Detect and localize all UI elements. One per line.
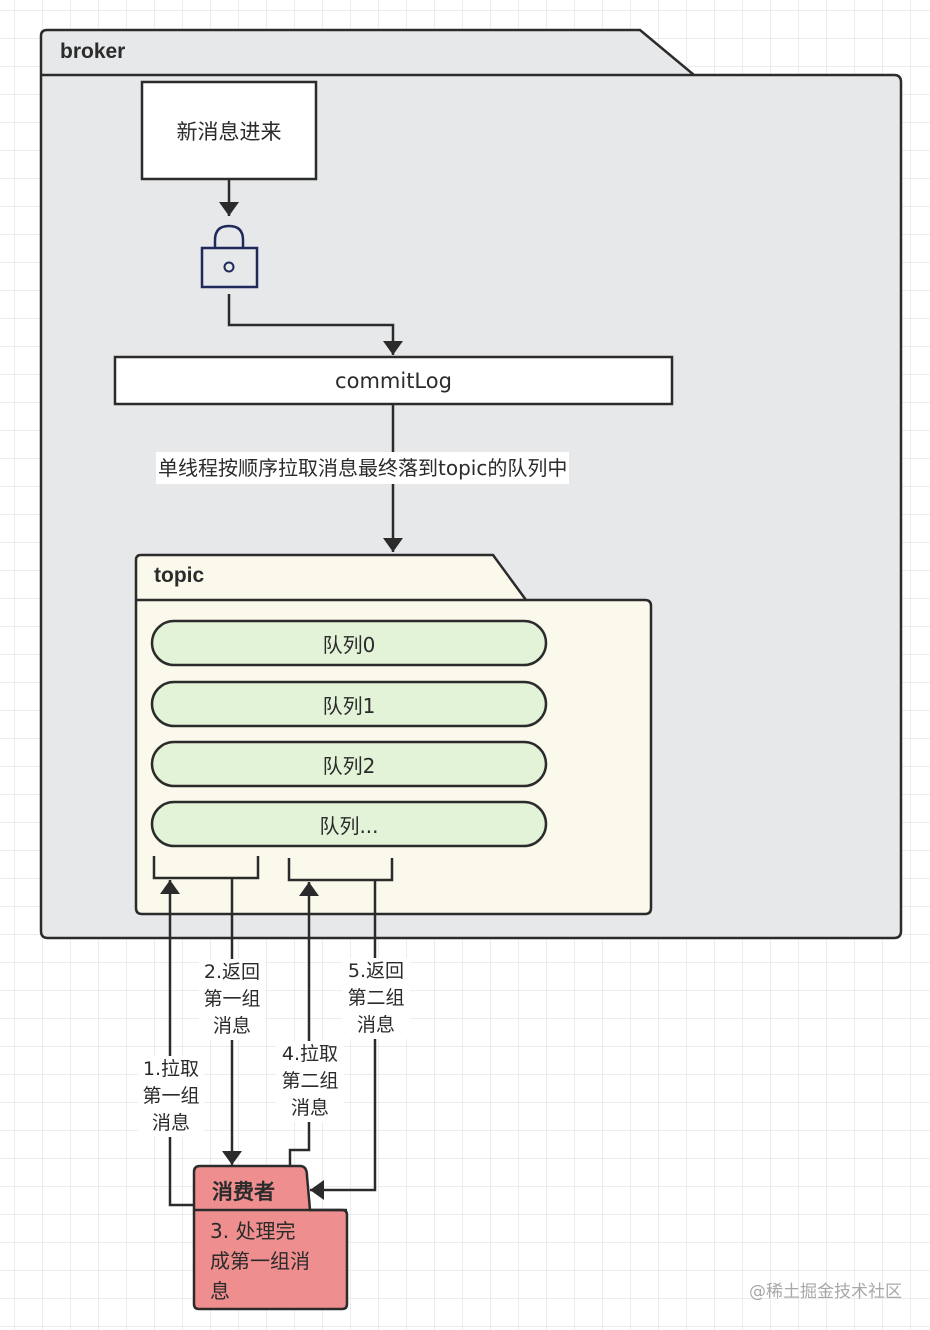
queue-3: [150, 800, 548, 848]
step-2-label: 2.返回 第一组 消息: [199, 959, 265, 1040]
bracket-group-1: [152, 856, 260, 880]
step-1-label: 1.拉取 第一组 消息: [138, 1056, 204, 1137]
arrow-step-4: [288, 882, 319, 1166]
topic-title: topic: [154, 564, 205, 587]
arrow-to-commitlog: [227, 294, 403, 355]
consumer-title: 消费者: [212, 1181, 275, 1204]
queue-more-label: 队列...: [319, 813, 379, 838]
commitlog-box: [113, 355, 674, 406]
new-message-box: [140, 80, 318, 181]
consumer-container: [192, 1164, 349, 1311]
queue-2-label: 队列2: [322, 753, 376, 778]
commitlog-label: commitLog: [335, 368, 452, 393]
watermark: @稀土掘金技术社区: [749, 1282, 902, 1302]
queue-1: [150, 680, 548, 728]
queue-0: [150, 619, 548, 667]
broker-title: broker: [60, 40, 126, 63]
arrow-step-1: [160, 880, 194, 1207]
new-message-label: 新消息进来: [176, 119, 282, 144]
consumer-body: 3. 处理完 成第一组消 息: [210, 1219, 310, 1303]
flow-label: 单线程按顺序拉取消息最终落到topic的队列中: [156, 452, 570, 484]
queue-1-label: 队列1: [322, 693, 376, 718]
step-4-label: 4.拉取 第二组 消息: [276, 1041, 344, 1122]
queue-2: [150, 740, 548, 788]
lock-icon: [200, 224, 259, 289]
topic-container: [134, 553, 653, 916]
step-5-label: 5.返回 第二组 消息: [342, 958, 410, 1039]
queue-list: [150, 619, 548, 848]
queue-0-label: 队列0: [322, 632, 376, 657]
bracket-group-2: [287, 858, 394, 882]
